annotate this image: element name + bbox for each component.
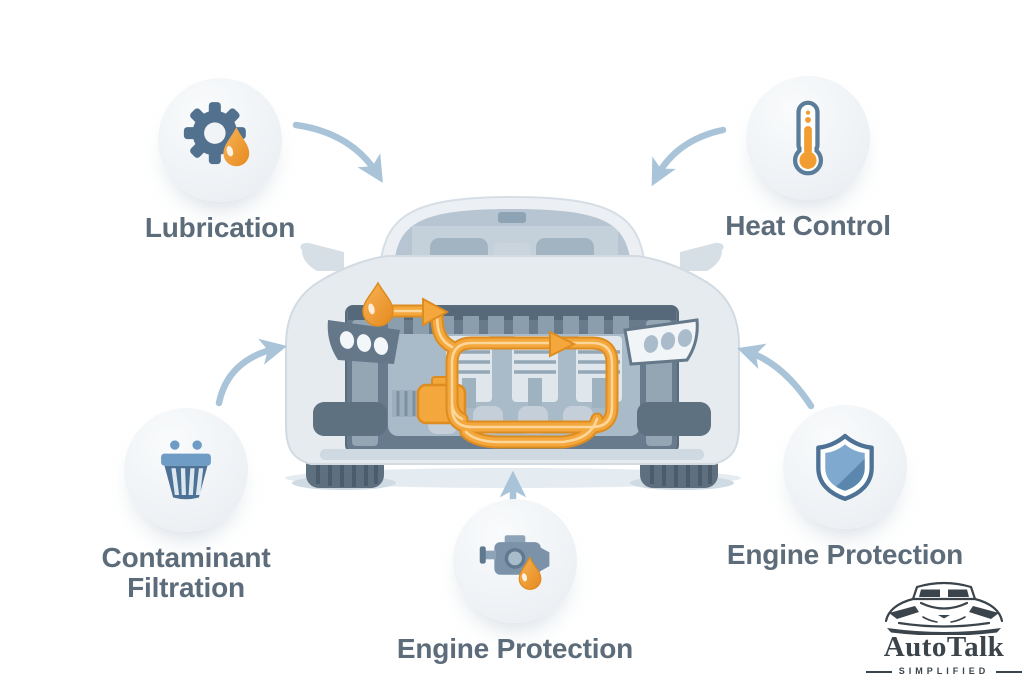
- oil-arrowhead-entry: [422, 297, 450, 327]
- thermometer-icon: [746, 76, 870, 200]
- oil-flow-circuit: [388, 297, 612, 442]
- feature-contaminant-filtration: Contaminant Filtration: [46, 408, 326, 602]
- logo-tagline-line-left: [865, 670, 892, 673]
- engine-oil-drop-icon: [453, 499, 577, 623]
- feature-label: Contaminant Filtration: [101, 542, 271, 603]
- logo-car-icon: [884, 581, 1004, 635]
- feature-label: Engine Protection: [726, 539, 964, 570]
- bumper-intake-right: [637, 402, 711, 436]
- oil-drop-icon: [362, 281, 394, 327]
- bumper-intake-left: [313, 402, 387, 436]
- flow-arrows: [215, 121, 815, 510]
- air-filter-icon: [124, 408, 248, 532]
- bumper: [313, 402, 711, 460]
- side-mirror-right: [680, 242, 724, 271]
- feature-lubrication: Lubrication: [80, 78, 360, 243]
- brand-logo: AutoTalk SIMPLIFIED: [865, 573, 1023, 676]
- feature-engine-protection-center: Engine Protection: [375, 499, 655, 664]
- logo-title: AutoTalk: [883, 631, 1005, 663]
- feature-engine-protection-right: Engine Protection: [705, 405, 985, 570]
- feature-label: Lubrication: [144, 212, 296, 243]
- gear-oil-drop-icon: [158, 78, 282, 202]
- arrow-lubrication-to-car: [292, 121, 383, 183]
- side-mirror-left: [300, 242, 344, 271]
- engine-bay: [345, 281, 679, 453]
- arrow-heat-control-to-car: [651, 126, 727, 187]
- logo-tagline-line-right: [996, 670, 1023, 673]
- bumper-lip: [320, 449, 704, 460]
- oil-arrowhead-loop: [549, 330, 577, 358]
- headlight-left: [327, 320, 400, 364]
- shield-icon: [783, 405, 907, 529]
- feature-label: Heat Control: [725, 210, 891, 241]
- arrow-filtration-to-car: [215, 338, 288, 407]
- arrow-shield-to-car: [737, 343, 815, 410]
- logo-tagline: SIMPLIFIED: [898, 666, 990, 676]
- feature-label: Engine Protection: [396, 633, 634, 664]
- headlight-right: [623, 318, 699, 366]
- feature-heat-control: Heat Control: [668, 76, 948, 241]
